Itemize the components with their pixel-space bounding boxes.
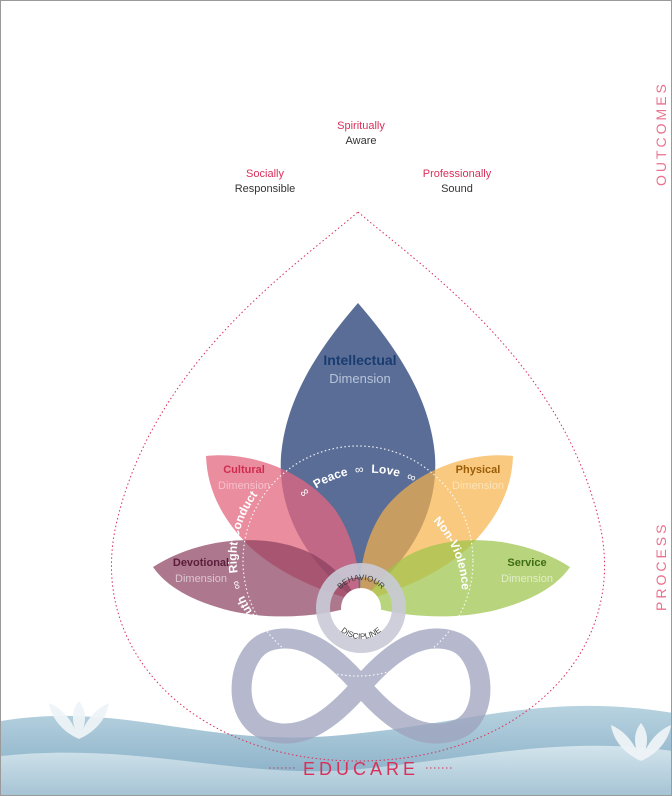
side-label-outcomes: OUTCOMES [653,81,669,186]
dimension-service-name: Service [507,557,546,569]
outcome-responsible: Responsible [235,183,296,195]
center-discipline: DISCIPLINE [339,626,382,641]
values-circle [242,445,474,677]
dimension-devotional-sub: Dimension [175,573,227,585]
dimension-physical-sub: Dimension [452,480,504,492]
dimension-intellectual-name: Intellectual [323,352,396,368]
outcome-professionally: Professionally [423,168,492,180]
outcome-spiritually: Spiritually [337,120,385,132]
dimension-service-sub: Dimension [501,573,553,585]
lotus-right-icon [611,723,671,761]
center-ring [316,563,406,653]
value-separator: ∞ [354,462,364,477]
petal-service [365,540,570,617]
outcome-socially: Socially [246,168,284,180]
water-front [1,745,671,795]
footer-educare: EDUCARE [303,759,419,779]
side-label-process: PROCESS [653,522,669,611]
outcome-aware: Aware [346,135,377,147]
dimension-cultural-sub: Dimension [218,480,270,492]
petal-devotional [153,540,358,617]
dimension-devotional-name: Devotional [173,557,229,569]
infinity-teacher: Teacher [278,679,336,696]
dimension-physical-name: Physical [456,464,501,476]
infinity-student: Student [385,679,441,696]
value-separator: ∞ [228,579,244,591]
dimension-cultural-name: Cultural [223,464,265,476]
dimension-intellectual-sub: Dimension [329,371,390,386]
infinity-loop [231,628,491,744]
center-hole [341,588,381,628]
lotus-left-icon [49,701,109,739]
outcome-sound: Sound [441,183,473,195]
